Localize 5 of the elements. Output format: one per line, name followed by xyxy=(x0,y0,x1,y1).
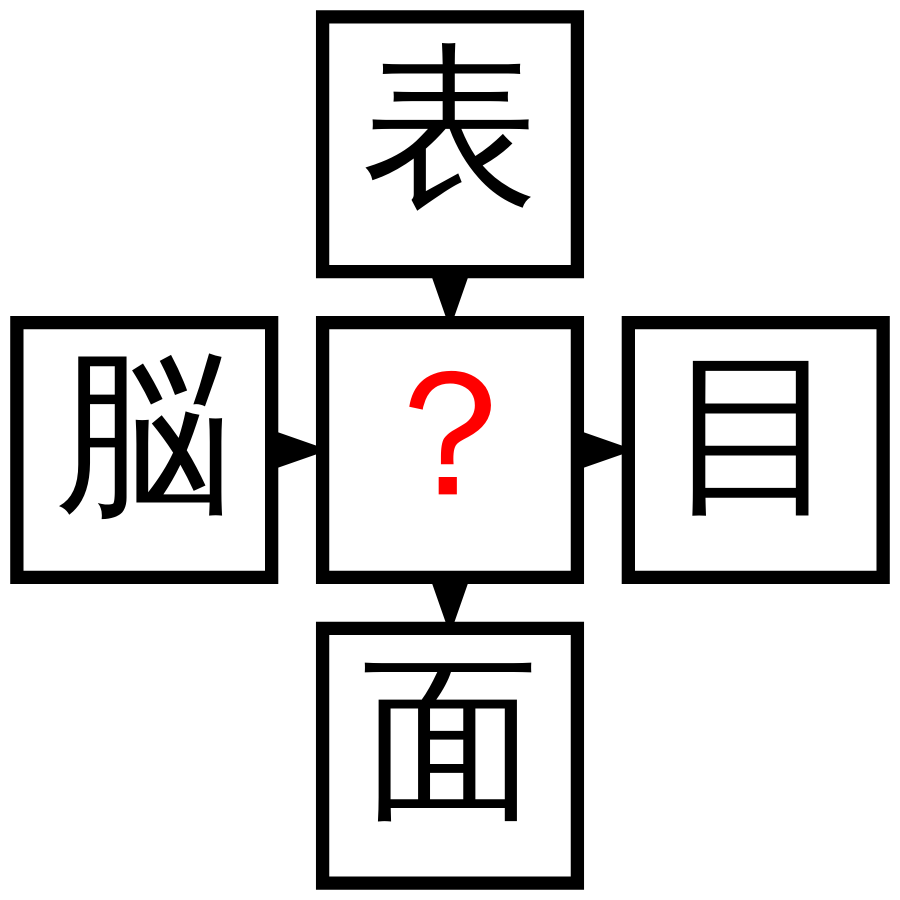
node-box: 表 xyxy=(316,10,584,278)
node-box: 脳 xyxy=(10,316,278,584)
node-box: 目 xyxy=(622,316,890,584)
node-box: ？ xyxy=(316,316,584,584)
node-box: 面 xyxy=(316,622,584,890)
